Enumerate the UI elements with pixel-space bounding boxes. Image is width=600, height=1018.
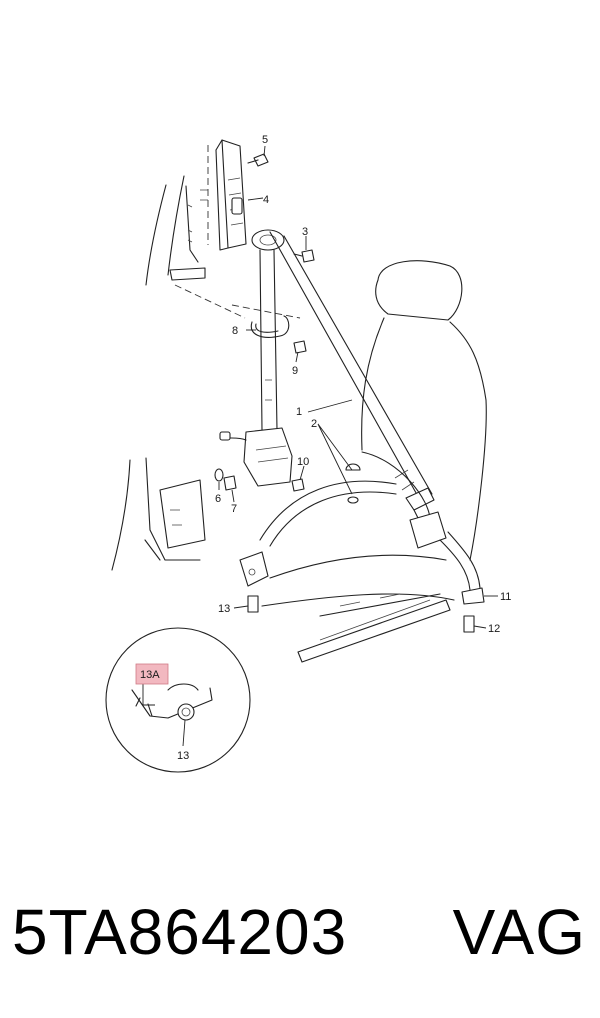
callout-13: 13 <box>218 603 230 615</box>
bolt-9 <box>293 340 307 354</box>
callout-13a-highlight <box>135 663 169 685</box>
lower-body-outline <box>111 457 206 571</box>
bolt-10 <box>291 478 305 492</box>
vertical-webbing <box>259 249 278 431</box>
callout-1: 1 <box>296 406 302 418</box>
callout-6: 6 <box>215 493 221 505</box>
callout-9: 9 <box>292 365 298 377</box>
lap-belt <box>239 480 397 587</box>
callout-8: 8 <box>232 325 238 337</box>
seat-belt-exploded-diagram: 5 4 3 8 9 1 2 10 6 7 11 13 12 13A 13 <box>105 134 511 773</box>
height-adjuster-rail <box>215 139 247 251</box>
footer: 5TA864203 VAG <box>0 880 600 990</box>
callout-13a: 13A <box>140 669 160 681</box>
callout-10: 10 <box>297 456 309 468</box>
shoulder-belt <box>269 231 435 519</box>
callout-12: 12 <box>488 623 500 635</box>
callout-2: 2 <box>311 418 317 430</box>
leader-lines <box>142 145 498 747</box>
callout-3: 3 <box>302 226 308 238</box>
cap-2 <box>345 463 361 504</box>
callout-7: 7 <box>231 503 237 515</box>
bolt-3 <box>293 249 315 263</box>
buckle-11 <box>409 511 485 605</box>
detail-circle <box>105 627 251 773</box>
guide-loop-8 <box>250 315 290 338</box>
callout-13-detail: 13 <box>177 750 189 762</box>
belt-guide <box>251 229 285 251</box>
b-pillar-outline <box>145 145 301 319</box>
washer-6 <box>214 468 224 482</box>
part-number: 5TA864203 <box>12 896 348 968</box>
brand-name: VAG <box>452 896 586 968</box>
seat-outline <box>261 260 487 607</box>
seat-rail <box>297 593 451 663</box>
callout-4: 4 <box>263 194 269 206</box>
bolt-5 <box>247 153 269 167</box>
callout-11: 11 <box>500 591 511 603</box>
bolt-13 <box>247 595 259 613</box>
bolt-7 <box>223 475 237 491</box>
bolt-12 <box>463 615 475 633</box>
retractor <box>219 427 293 487</box>
callout-5: 5 <box>262 134 268 146</box>
